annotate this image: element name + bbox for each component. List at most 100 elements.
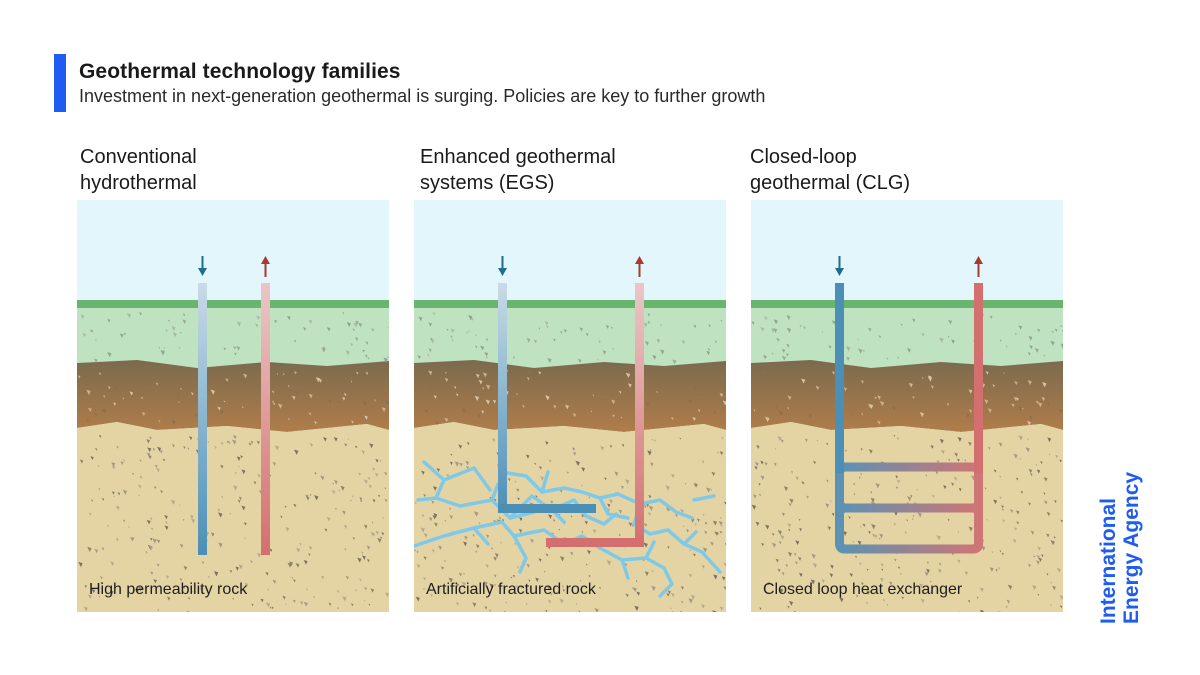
- speckle: [150, 571, 154, 576]
- speckle: [253, 481, 257, 485]
- speckle: [605, 324, 609, 329]
- speckle: [156, 468, 160, 473]
- speckle: [538, 371, 542, 375]
- speckle: [177, 401, 180, 404]
- rock-speckles: [77, 312, 389, 612]
- speckle: [545, 553, 549, 557]
- speckle: [1002, 519, 1005, 523]
- speckle: [271, 606, 274, 610]
- speckle: [651, 585, 656, 592]
- speckle: [250, 440, 254, 444]
- speckle: [164, 525, 169, 531]
- speckle: [431, 500, 435, 505]
- speckle: [277, 403, 283, 409]
- speckle: [332, 482, 334, 485]
- speckle: [269, 548, 273, 552]
- speckle: [782, 512, 785, 516]
- speckle: [621, 443, 625, 447]
- speckle: [987, 408, 992, 414]
- speckle: [990, 567, 994, 572]
- speckle: [354, 337, 359, 342]
- speckle: [374, 472, 379, 477]
- speckle: [357, 557, 362, 563]
- speckle: [273, 319, 278, 324]
- speckle: [1037, 402, 1043, 408]
- speckle: [188, 436, 193, 441]
- egs-diagram-svg: [414, 200, 726, 612]
- speckle: [719, 606, 724, 611]
- injection-well: [198, 283, 207, 555]
- speckle: [690, 594, 695, 600]
- speckle: [371, 521, 374, 524]
- speckle: [652, 354, 657, 360]
- speckle: [719, 530, 722, 534]
- speckle: [450, 378, 453, 381]
- speckle: [291, 576, 294, 580]
- speckle: [789, 498, 794, 504]
- speckle: [562, 589, 565, 592]
- speckle: [265, 602, 271, 608]
- speckle: [798, 518, 801, 521]
- speckle: [581, 484, 583, 487]
- speckle: [1034, 348, 1039, 353]
- speckle: [997, 610, 1002, 612]
- speckle: [979, 609, 984, 612]
- subsoil-layer: [751, 360, 1063, 432]
- speckle: [806, 495, 809, 499]
- speckle: [243, 373, 248, 379]
- speckle: [233, 346, 237, 350]
- speckle: [812, 460, 816, 465]
- speckle: [287, 384, 290, 388]
- speckle: [560, 331, 563, 334]
- speckle: [449, 514, 453, 520]
- speckle: [827, 526, 831, 531]
- speckle: [451, 339, 454, 342]
- speckle: [353, 322, 358, 328]
- speckle: [723, 562, 726, 567]
- speckle: [900, 323, 903, 327]
- speckle: [526, 377, 530, 381]
- speckle: [449, 335, 453, 339]
- speckle: [600, 446, 605, 451]
- speckle: [211, 532, 214, 536]
- speckle: [305, 494, 309, 499]
- speckle: [579, 579, 582, 582]
- speckle: [548, 514, 553, 520]
- speckle: [712, 610, 717, 612]
- speckle: [1005, 345, 1008, 349]
- speckle: [1012, 392, 1017, 398]
- up-arrow-icon: [635, 256, 644, 277]
- speckle: [243, 522, 247, 526]
- speckle: [343, 524, 348, 530]
- speckle: [512, 356, 515, 359]
- speckle: [671, 593, 675, 598]
- speckle: [385, 400, 389, 406]
- subsoil-layer: [414, 360, 726, 432]
- speckle: [432, 312, 436, 316]
- speckle: [450, 453, 453, 456]
- speckle: [897, 566, 900, 570]
- speckle: [956, 458, 960, 462]
- speckle: [182, 313, 186, 317]
- speckle: [421, 470, 425, 475]
- speckle: [751, 321, 755, 325]
- speckle: [967, 441, 972, 447]
- speckle: [538, 466, 542, 470]
- speckle: [765, 524, 770, 530]
- speckle: [97, 464, 100, 468]
- speckle: [717, 451, 719, 454]
- speckle: [93, 358, 98, 363]
- speckle: [868, 403, 872, 409]
- speckle: [773, 319, 778, 325]
- speckle: [680, 509, 684, 514]
- rock-layer: [77, 422, 389, 612]
- speckle: [498, 516, 502, 520]
- speckle: [158, 419, 161, 423]
- speckle: [217, 512, 223, 518]
- speckle: [858, 476, 861, 479]
- speckle: [896, 479, 901, 484]
- speckle: [968, 409, 973, 414]
- speckle: [680, 586, 684, 590]
- production-well: [635, 283, 644, 547]
- speckle: [1043, 477, 1048, 482]
